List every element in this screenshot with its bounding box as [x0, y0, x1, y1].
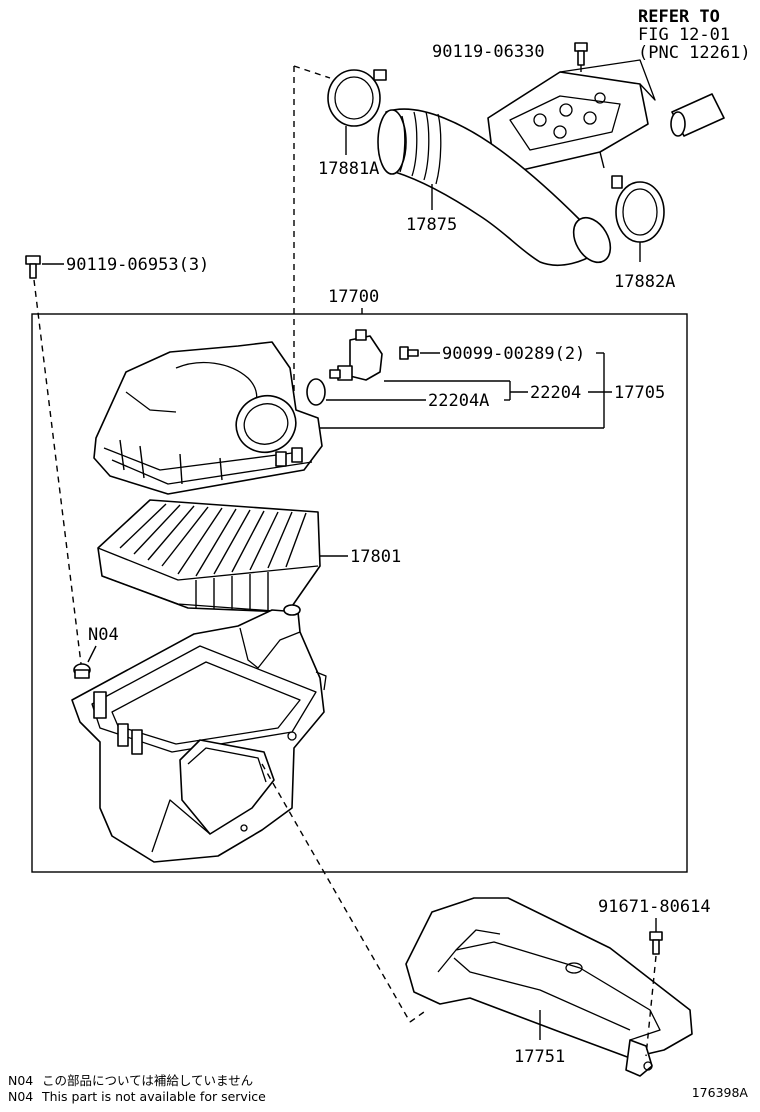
- air-cleaner-case[interactable]: [71, 604, 327, 863]
- refer-line-3: (PNC 12261): [638, 43, 751, 63]
- air-flow-meter-22204[interactable]: [329, 329, 383, 381]
- screw-90099-00289[interactable]: [399, 346, 419, 360]
- air-cleaner-cap[interactable]: [93, 341, 323, 495]
- refer-line-2: FIG 12-01: [638, 25, 730, 45]
- label-22204[interactable]: 22204: [530, 383, 581, 403]
- label-91671-80614[interactable]: 91671-80614: [598, 897, 711, 917]
- intake-resonator-bracket[interactable]: [487, 59, 656, 181]
- label-17751[interactable]: 17751: [514, 1047, 565, 1067]
- air-cleaner-hose-17875[interactable]: [377, 108, 618, 269]
- label-17875[interactable]: 17875: [406, 215, 457, 235]
- air-filter-element-17801[interactable]: [97, 499, 321, 613]
- hose-clamp-17882A[interactable]: [611, 175, 665, 262]
- label-17881A[interactable]: 17881A: [318, 159, 379, 179]
- label-17801[interactable]: 17801: [350, 547, 401, 567]
- note-line-jp: N04 この部品については補給していません: [8, 1070, 253, 1089]
- note-code: N04: [8, 1089, 34, 1104]
- refer-line-1: REFER TO: [638, 7, 720, 27]
- label-17882A[interactable]: 17882A: [614, 272, 675, 292]
- label-90099-00289[interactable]: 90099-00289(2): [442, 344, 585, 364]
- air-cleaner-inlet-17751[interactable]: [405, 897, 693, 1077]
- assembly-17700-box: [31, 313, 688, 873]
- bolt-90119-06330[interactable]: [574, 42, 588, 72]
- label-17700[interactable]: 17700: [328, 287, 379, 307]
- label-90119-06330[interactable]: 90119-06330: [432, 42, 545, 62]
- note-text: This part is not available for service: [42, 1089, 266, 1104]
- intake-pipe-reference: [670, 93, 725, 137]
- o-ring-22204A[interactable]: [306, 378, 326, 406]
- bolt-90119-06953[interactable]: [25, 255, 41, 279]
- label-90119-06953[interactable]: 90119-06953(3): [66, 255, 209, 275]
- note-code: N04: [8, 1073, 34, 1088]
- bolt-91671-80614[interactable]: [649, 931, 663, 955]
- grommet-N04[interactable]: [73, 663, 91, 679]
- label-N04[interactable]: N04: [88, 625, 119, 645]
- note-text: この部品については補給していません: [42, 1073, 254, 1088]
- illustration-number: 176398A: [691, 1085, 748, 1100]
- label-17705[interactable]: 17705: [614, 383, 665, 403]
- hose-clamp-17881A[interactable]: [327, 69, 387, 155]
- label-22204A[interactable]: 22204A: [428, 391, 489, 411]
- note-line-en: N04 This part is not available for servic…: [8, 1089, 266, 1104]
